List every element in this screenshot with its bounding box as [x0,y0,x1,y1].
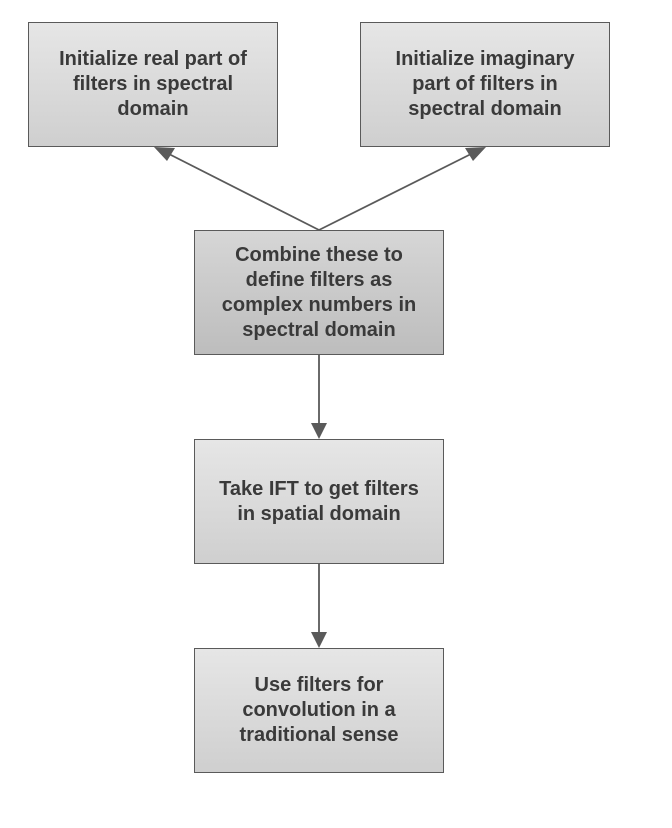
node-initialize-imaginary-part: Initialize imaginary part of filters in … [360,22,610,147]
node-label: Initialize imaginary part of filters in … [395,48,575,120]
edge-combine-to-real [166,152,320,231]
arrowhead-real [154,147,175,161]
node-label: Combine these to define filters as compl… [221,243,417,341]
node-label: Take IFT to get filters in spatial domai… [219,477,419,525]
node-initialize-real-part: Initialize real part of filters in spect… [28,22,278,147]
arrowhead-ift [311,423,327,439]
arrowhead-use [311,632,327,648]
node-use-filters: Use filters for convolution in a traditi… [194,648,444,773]
node-combine-complex: Combine these to define filters as compl… [194,230,444,355]
node-label: Use filters for convolution in a traditi… [239,674,399,746]
edge-combine-to-imag [318,152,474,231]
node-label: Initialize real part of filters in spect… [59,48,247,120]
node-take-ift: Take IFT to get filters in spatial domai… [194,439,444,564]
arrowhead-imag [465,147,486,161]
